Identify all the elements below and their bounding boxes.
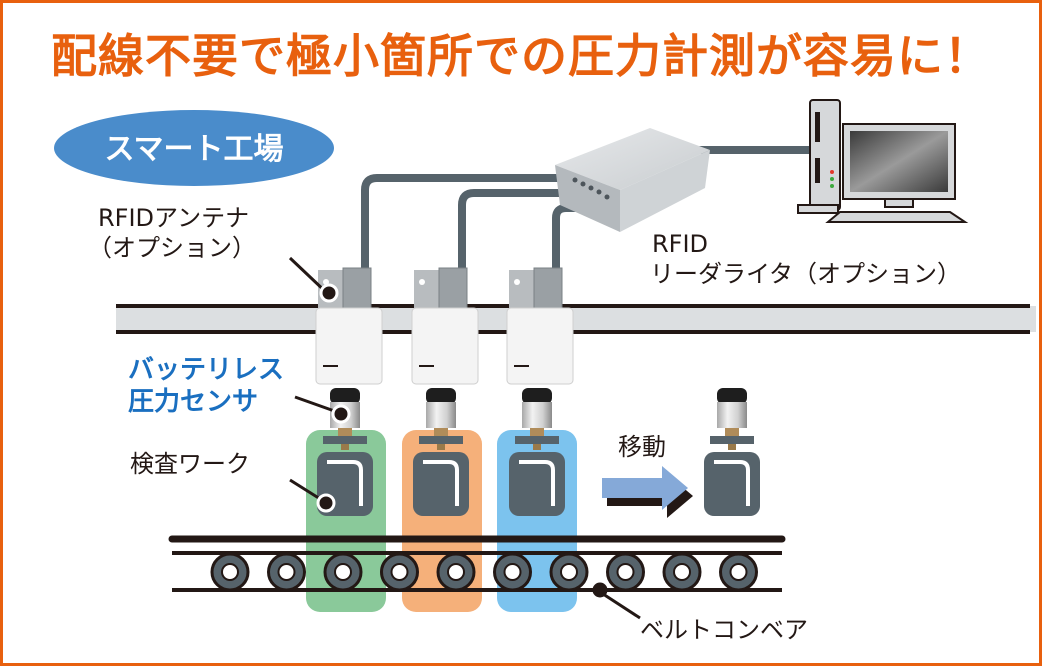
label-sensor-line2: 圧力センサ <box>128 387 258 417</box>
pressure-sensor <box>426 388 456 450</box>
sensor-callout-dot <box>331 404 351 424</box>
pressure-sensor <box>522 388 552 450</box>
smart-factory-badge: スマート工場 <box>54 110 334 186</box>
workpiece <box>509 436 565 516</box>
workpiece-callout-dot <box>316 493 336 513</box>
computer <box>797 99 969 223</box>
router-side <box>620 150 710 232</box>
label-reader-line2: リーダライタ（オプション） <box>650 260 961 288</box>
label-workpiece: 検査ワーク <box>130 450 250 478</box>
pc-tower <box>809 99 841 211</box>
workpiece <box>413 436 469 516</box>
router-front <box>555 165 620 232</box>
move-arrow-icon <box>602 466 693 518</box>
router-top <box>555 128 710 190</box>
rfid-antenna <box>506 267 574 385</box>
label-move: 移動 <box>618 433 666 461</box>
conveyor-callout-dot <box>592 582 608 598</box>
pressure-sensors <box>330 388 747 450</box>
page-title: 配線不要で極小箇所での圧力計測が容易に！ <box>51 29 991 83</box>
monitor-screen <box>850 131 948 192</box>
badge-ellipse <box>54 110 334 186</box>
label-antenna-line1: RFIDアンテナ <box>98 204 249 232</box>
workpiece <box>704 436 760 516</box>
callout-lines <box>288 256 641 620</box>
badge-label: スマート工場 <box>104 132 283 167</box>
label-antenna-line2: （オプション） <box>88 234 256 262</box>
keyboard <box>825 211 969 223</box>
rfid-reader-writer <box>555 128 710 232</box>
label-reader-line1: RFID <box>652 230 708 258</box>
cable-antenna-2 <box>458 189 589 279</box>
label-conveyor: ベルトコンベア <box>640 616 808 644</box>
rail <box>116 304 1036 334</box>
workpieces <box>317 436 760 516</box>
rfid-antenna <box>315 267 383 385</box>
label-sensor-line1: バッテリレス <box>128 355 284 385</box>
antenna-callout-dot <box>319 283 339 303</box>
rfid-antennas <box>315 267 574 385</box>
cable-antenna-1 <box>361 174 574 279</box>
cable-antenna-3 <box>552 204 604 279</box>
belt-conveyor <box>168 535 786 592</box>
rfid-antenna <box>411 267 479 385</box>
